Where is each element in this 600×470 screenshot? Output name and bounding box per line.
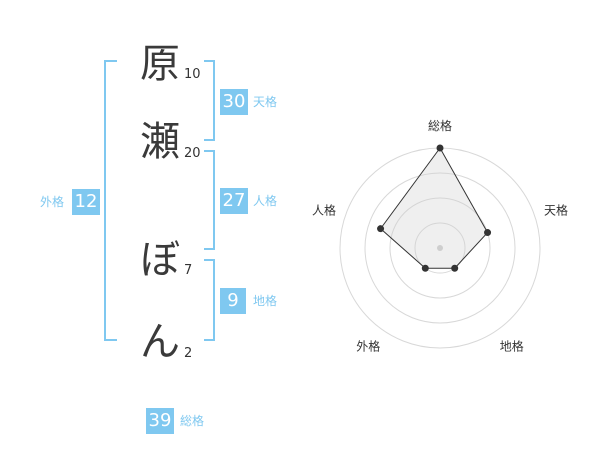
stroke-count-1: 10 (184, 67, 201, 82)
gaikaku-value: 12 (72, 189, 100, 215)
name-char-4: ん (140, 319, 180, 365)
bracket-lines (104, 60, 215, 341)
radar-point-2 (484, 229, 492, 237)
name-char-1: 原 (140, 41, 180, 87)
outer-bracket (104, 60, 117, 341)
radar-ring-1 (414, 222, 466, 274)
tenkaku-bracket (204, 60, 215, 141)
jinkaku-bracket (204, 150, 215, 250)
radar-center-dot (437, 245, 443, 251)
radar-point-5 (377, 225, 385, 233)
radar-ring-2 (389, 197, 491, 299)
chikaku-label: 地格 (253, 294, 278, 308)
soukaku-value: 39 (146, 408, 174, 434)
tenkaku-value: 30 (220, 89, 248, 115)
stroke-count-4: 2 (184, 346, 193, 361)
chikaku-bracket (204, 259, 215, 341)
radar-point-1 (436, 144, 444, 152)
radar-point-4 (421, 264, 429, 272)
radar-axis-label-5: 人格 (312, 202, 336, 217)
radar-axis-label-2: 天格 (544, 202, 568, 217)
radar-axis-label-1: 総格 (428, 118, 452, 133)
radar-axis-label-4: 外格 (356, 339, 380, 354)
name-char-2: 瀬 (140, 119, 180, 165)
name-char-3: ぼ (140, 237, 180, 283)
chikaku-value: 9 (220, 288, 246, 314)
tenkaku-label: 天格 (253, 95, 278, 109)
radar-data-polygon (379, 147, 489, 269)
gaikaku-label: 外格 (40, 195, 65, 209)
jinkaku-value: 27 (220, 188, 248, 214)
radar-ring-3 (364, 172, 516, 324)
jinkaku-label: 人格 (253, 194, 278, 208)
radar-point-3 (451, 264, 459, 272)
soukaku-label: 総格 (180, 414, 205, 428)
stroke-count-2: 20 (184, 146, 201, 161)
stroke-count-3: 7 (184, 263, 193, 278)
radar-axis-label-3: 地格 (500, 339, 524, 354)
